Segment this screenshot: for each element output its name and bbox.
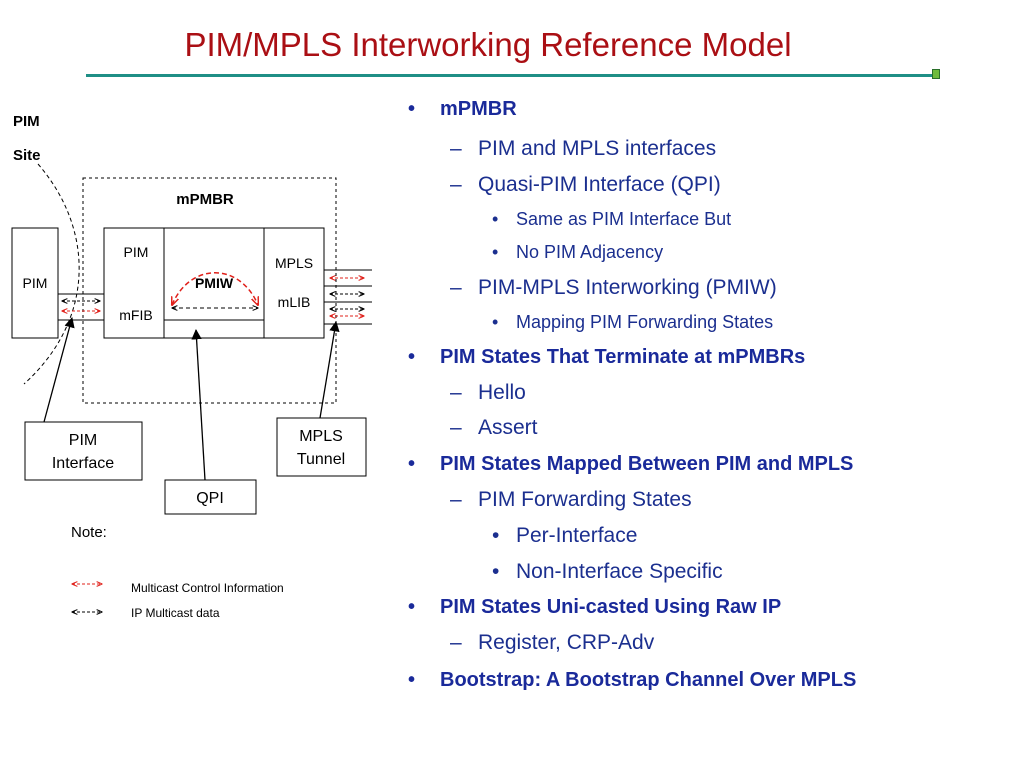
bullet-item: •Mapping PIM Forwarding States xyxy=(492,312,774,332)
mpls-tunnel-label-2: Tunnel xyxy=(297,451,345,468)
note-label: Note: xyxy=(71,524,107,541)
mlib-label: mLIB xyxy=(278,294,311,310)
pim-site-label: PIM xyxy=(13,113,40,130)
title-rule xyxy=(86,74,932,77)
qpi-callout xyxy=(164,479,257,515)
mpmbr-boundary xyxy=(82,177,337,404)
mpmbr-label: mPMBR xyxy=(176,191,234,208)
bullet-item: –Hello xyxy=(450,381,526,404)
bullet-item: •Per-Interface xyxy=(492,524,638,547)
pim-site-boundary xyxy=(23,163,80,385)
mpls-mlib-box xyxy=(263,227,325,339)
slide-title: PIM/MPLS Interworking Reference Model xyxy=(184,26,792,63)
bullet-item: –PIM Forwarding States xyxy=(450,488,692,511)
qpi-label: QPI xyxy=(196,490,224,507)
pim-router-box xyxy=(11,227,59,339)
pim-inner-label: PIM xyxy=(124,244,149,260)
mpls-inner-label: MPLS xyxy=(275,255,313,271)
pim-mfib-box xyxy=(103,227,165,339)
reference-model-diagram: PIM Site mPMBR PIM PIM mFIB PMIW MPLS mL… xyxy=(11,113,372,620)
pim-interface-pointer xyxy=(43,316,75,423)
bullet-item: –PIM-MPLS Interworking (PMIW) xyxy=(450,276,777,299)
legend-control-label: Multicast Control Information xyxy=(131,581,284,595)
pim-site-label-2: Site xyxy=(13,147,41,164)
bullet-item: –PIM and MPLS interfaces xyxy=(450,137,717,160)
pmiw-control-arc xyxy=(172,272,258,305)
legend-data-label: IP Multicast data xyxy=(131,606,220,620)
qpi-pointer xyxy=(191,328,206,481)
bullet-item: •PIM States Uni-casted Using Raw IP xyxy=(408,596,782,618)
bullet-item: •PIM States That Terminate at mPMBRs xyxy=(408,346,806,368)
bullet-item: •mPMBR xyxy=(408,98,517,120)
pmiw-label: PMIW xyxy=(195,275,234,291)
pim-interface-callout xyxy=(24,421,143,481)
mpls-tunnel-callout xyxy=(276,417,367,477)
mfib-label: mFIB xyxy=(119,307,152,323)
bullet-item: –Assert xyxy=(450,416,538,439)
bullet-item: –Quasi-PIM Interface (QPI) xyxy=(450,173,721,196)
bullet-item: •No PIM Adjacency xyxy=(492,242,664,262)
pim-router-label: PIM xyxy=(23,275,48,291)
pim-interface-label-2: Interface xyxy=(52,455,114,472)
bullet-item: •Non-Interface Specific xyxy=(492,560,723,583)
title-rule-end-marker xyxy=(932,69,940,79)
mpls-tunnel-label-1: MPLS xyxy=(299,428,343,445)
mpls-tunnel-pointer xyxy=(319,320,340,419)
bullet-item: –Register, CRP-Adv xyxy=(450,631,655,654)
pim-interface-label-1: PIM xyxy=(69,432,97,449)
bullet-item: •Bootstrap: A Bootstrap Channel Over MPL… xyxy=(408,669,857,691)
bullet-item: •Same as PIM Interface But xyxy=(492,209,732,229)
bullet-item: •PIM States Mapped Between PIM and MPLS xyxy=(408,453,854,475)
